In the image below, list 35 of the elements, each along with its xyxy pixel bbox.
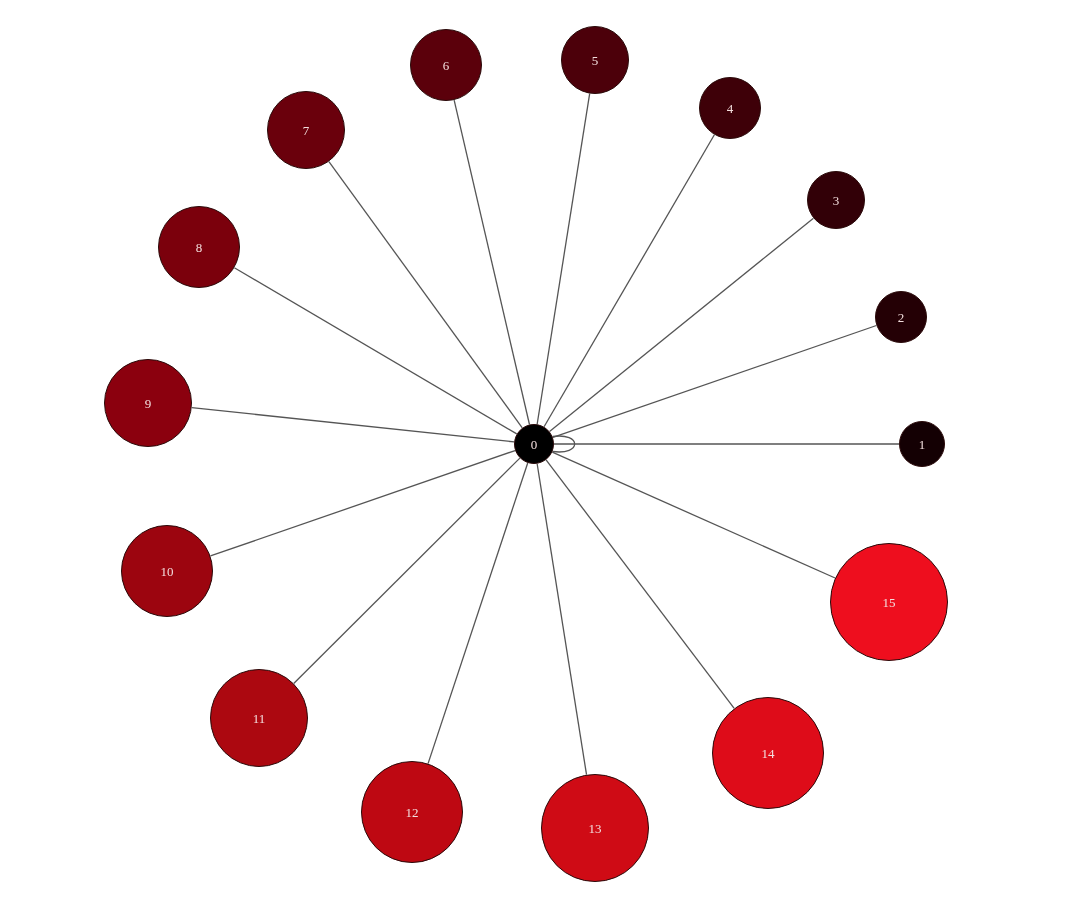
node-label: 4 (726, 101, 734, 115)
edge-line (233, 267, 518, 435)
edge-line (209, 449, 516, 557)
edge-line (328, 160, 523, 429)
node-label: 3 (832, 193, 840, 207)
node-label: 9 (144, 396, 152, 410)
edge-line (545, 459, 735, 709)
self-loop (551, 435, 576, 453)
edge-line (536, 92, 591, 425)
edge-line (548, 217, 815, 433)
node-label: 8 (195, 240, 203, 254)
node-label: 6 (442, 58, 450, 72)
node-label: 5 (591, 53, 599, 67)
edge-line (552, 324, 878, 439)
edge-line (551, 451, 836, 579)
node-label: 10 (160, 564, 174, 578)
node-label: 13 (588, 821, 602, 835)
node-circle (899, 421, 945, 467)
edge-line (191, 407, 515, 443)
node-circle (514, 424, 554, 464)
node-label: 12 (405, 805, 419, 819)
edge-line (453, 99, 531, 426)
node-label: 1 (918, 437, 926, 451)
node-label: 14 (761, 746, 775, 760)
edge-line (553, 443, 900, 445)
node-circle (875, 291, 927, 343)
node-label: 15 (882, 595, 896, 609)
edge-line (543, 134, 716, 428)
edge-line (293, 457, 521, 685)
edge-line (427, 462, 529, 765)
node-label: 11 (252, 711, 266, 725)
node-label: 0 (530, 437, 538, 451)
node-label: 2 (897, 310, 905, 324)
node-label: 7 (302, 123, 310, 137)
edge-line (536, 463, 588, 776)
